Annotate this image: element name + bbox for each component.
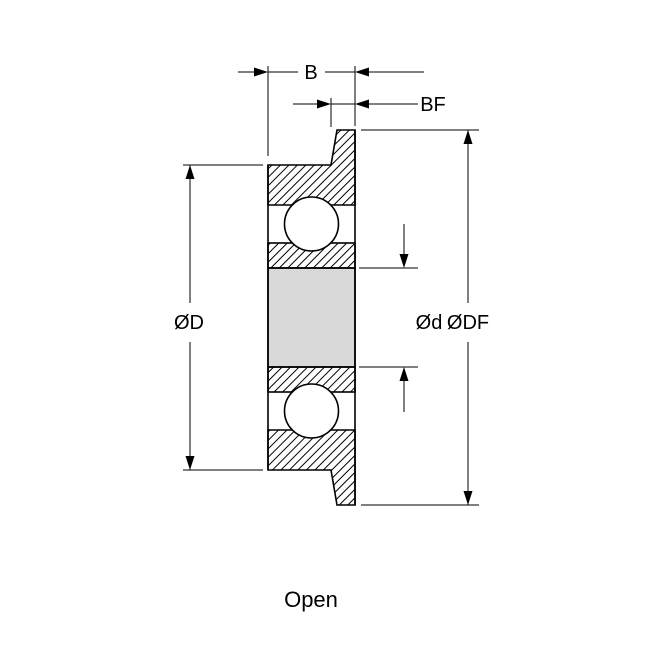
arrow-up-icon	[463, 130, 473, 144]
dimension-label-flange-width-bf: BF	[420, 94, 446, 116]
arrow-up-icon	[185, 165, 195, 179]
arrow-up-icon	[399, 367, 409, 381]
arrow-down-icon	[399, 254, 409, 268]
bearing-section	[267, 129, 356, 506]
outer-ring-bottom	[267, 429, 356, 506]
dimension-width-b: B	[238, 62, 424, 156]
outer-ring-top	[267, 129, 356, 206]
arrow-left-icon	[355, 99, 369, 109]
ball-top	[283, 196, 340, 252]
dimension-label-flange-diameter: ØDF	[447, 312, 489, 334]
dimension-label-outer-diameter: ØD	[174, 312, 204, 334]
ball-bottom	[283, 383, 340, 439]
dimension-bore-diameter-od: Ød	[359, 224, 442, 412]
dimension-flange-width-bf: BF	[293, 94, 446, 127]
arrow-right-icon	[317, 99, 331, 109]
arrow-left-icon	[355, 67, 369, 77]
dimension-flange-diameter-odf: ØDF	[361, 129, 489, 506]
arrow-down-icon	[185, 456, 195, 470]
dimension-label-bore-diameter: Ød	[416, 312, 443, 334]
arrow-down-icon	[463, 491, 473, 505]
bore-area	[267, 267, 356, 368]
arrow-right-icon	[254, 67, 268, 77]
bearing-type-caption: Open	[284, 587, 338, 612]
dimension-outer-diameter-od: ØD	[174, 164, 263, 471]
dimension-label-width-b: B	[304, 62, 317, 84]
